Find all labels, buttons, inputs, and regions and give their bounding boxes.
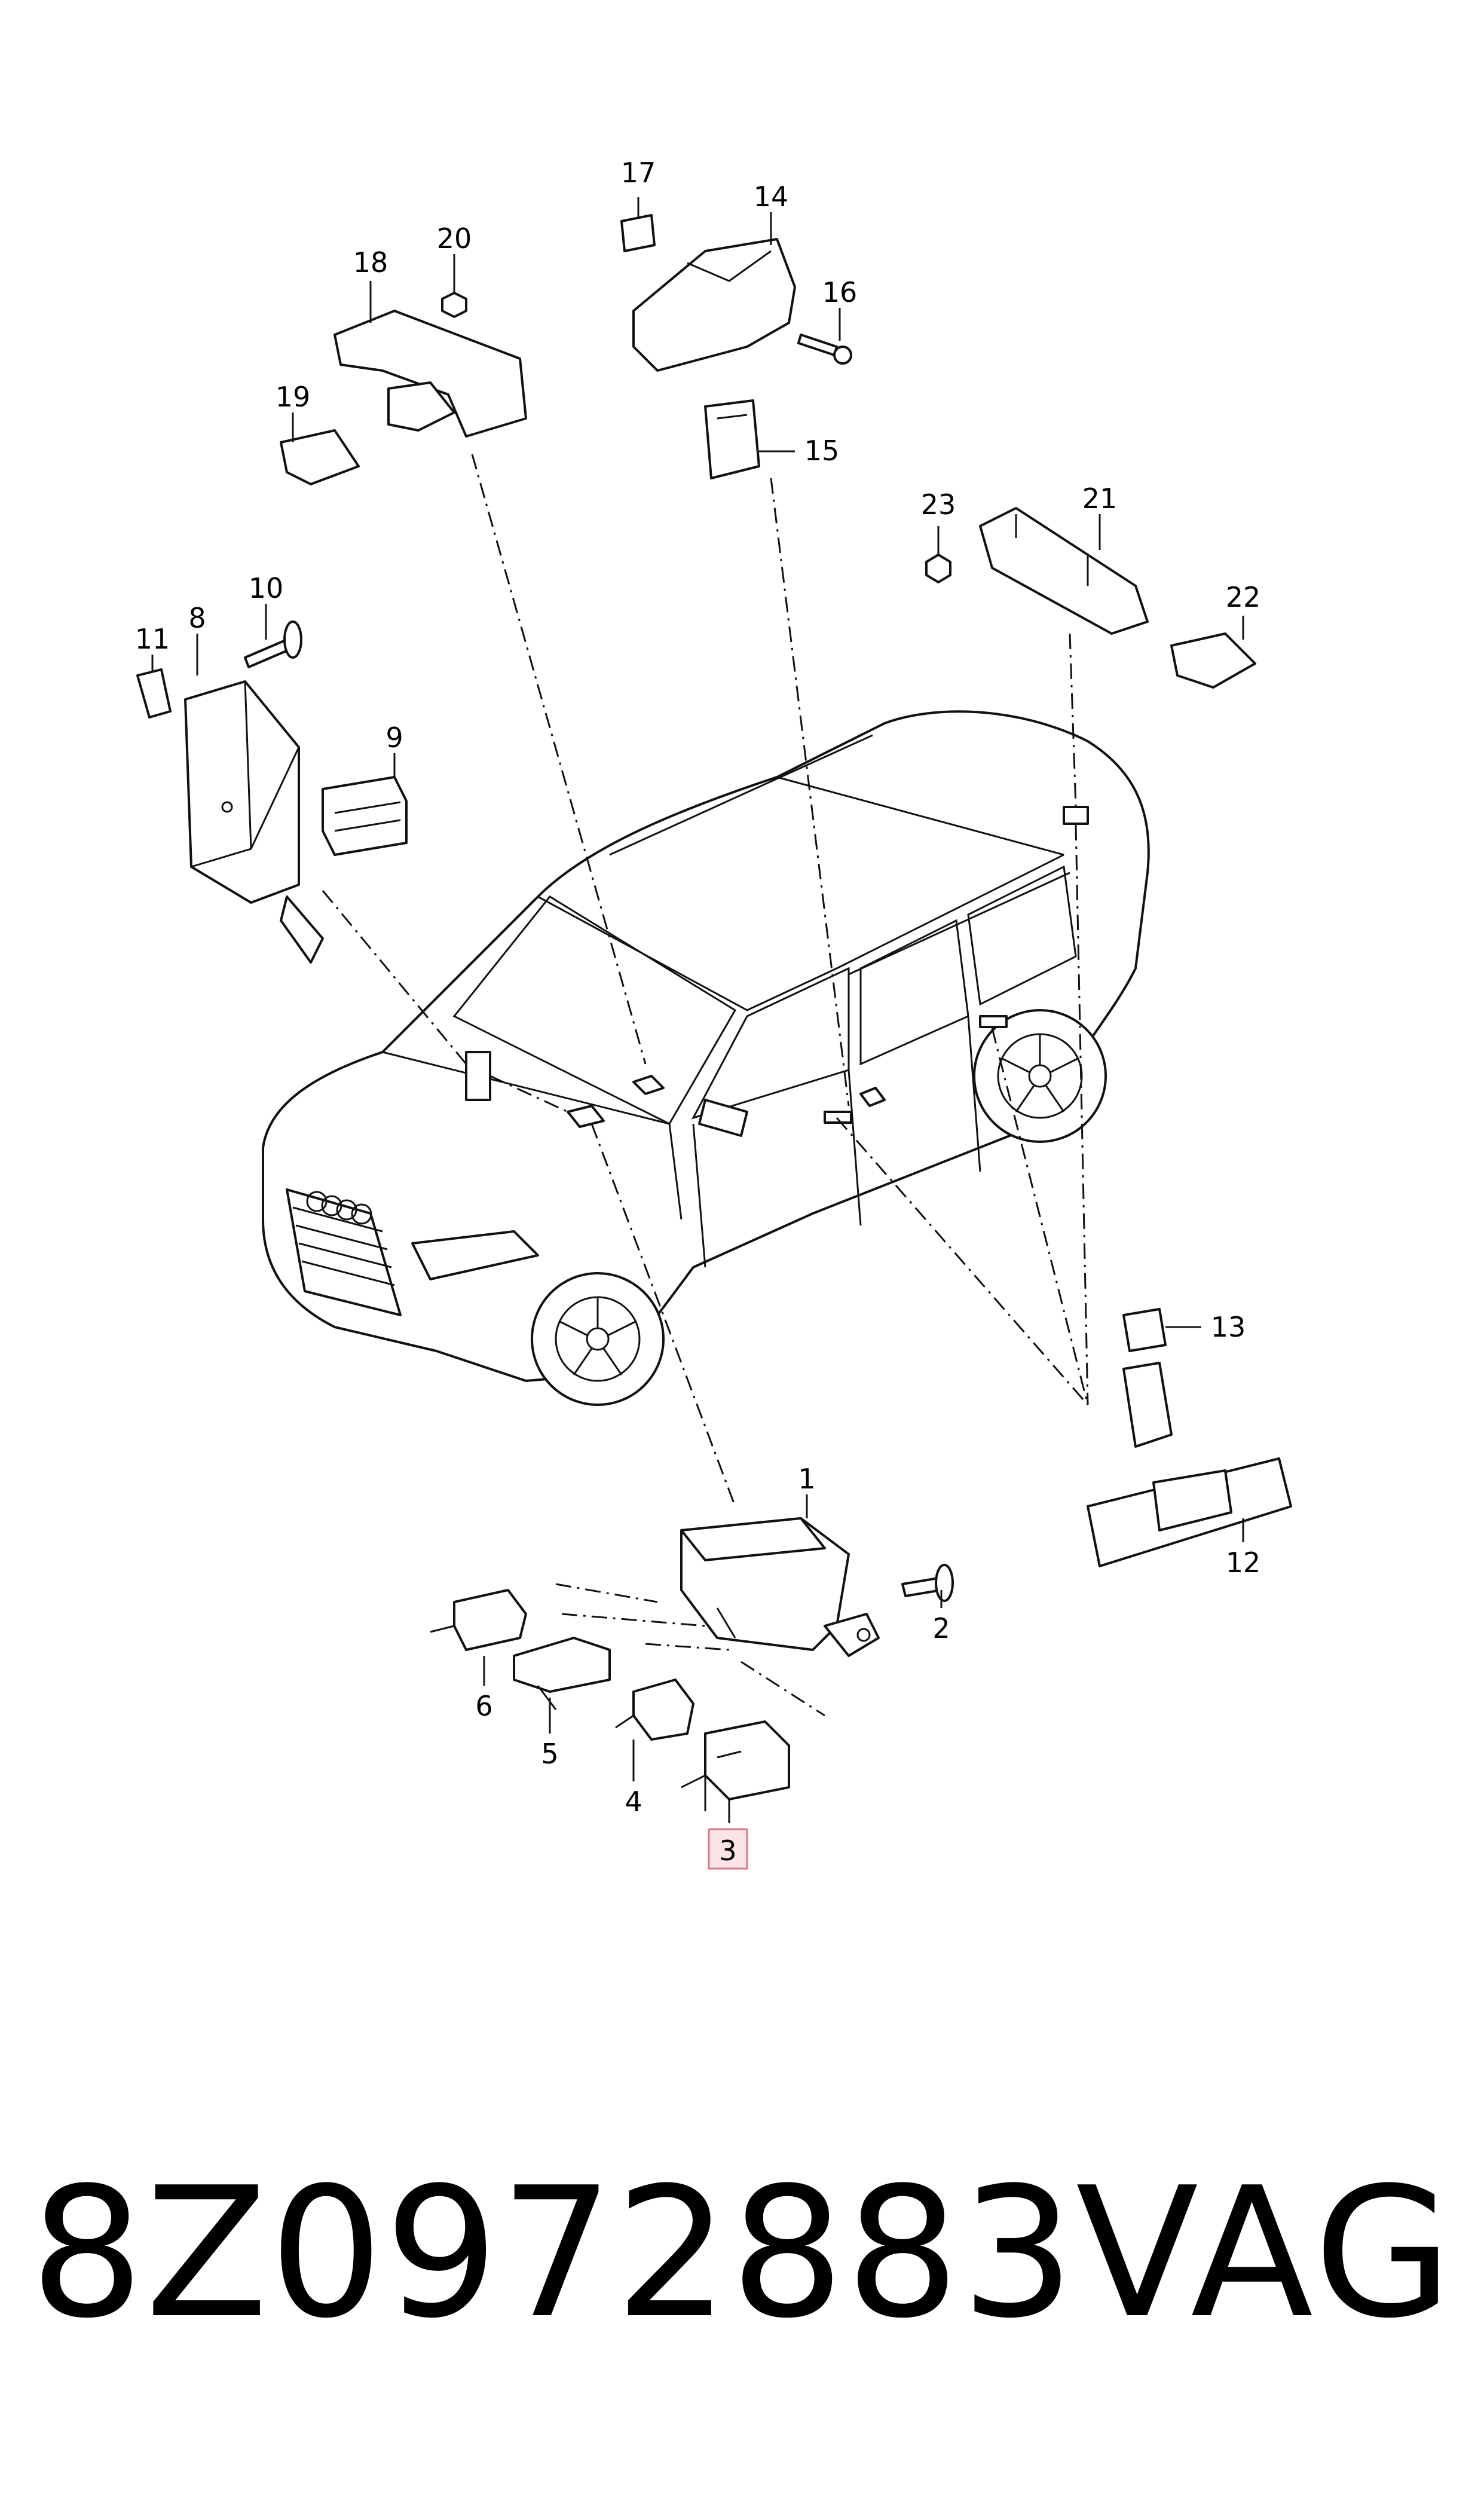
part-9-multi-pin-connector: [322, 776, 408, 856]
part-number-label: 8Z0972883: [30, 2149, 1076, 2358]
callout-9: 9: [385, 722, 403, 754]
callout-15: 15: [804, 435, 840, 467]
callout-11: 11: [135, 623, 170, 655]
part-13-plug: [1122, 1308, 1173, 1448]
callout-8: 8: [188, 602, 206, 634]
part-19-connector: [280, 429, 360, 485]
rear-wheel: [973, 1009, 1107, 1143]
callout-labels: 1 2 3 4 5 6 8 9 10 11 12 13 14 15 16 17 …: [135, 157, 1261, 1870]
callout-16: 16: [822, 276, 858, 308]
callout-17: 17: [621, 157, 656, 189]
part-21-bracket: [979, 507, 1149, 635]
callout-1: 1: [798, 1463, 815, 1495]
callout-22: 22: [1226, 581, 1261, 613]
part-18-antenna-module: [333, 310, 527, 438]
part-8-control-module: [184, 680, 324, 964]
location-marker-door-front: [824, 1111, 852, 1124]
parts-diagram: 1 2 3 4 5 6 8 9 10 11 12 13 14 15 16 17 …: [135, 157, 1292, 1870]
callout-3: 3: [719, 1835, 736, 1867]
callout-2: 2: [932, 1612, 950, 1644]
callout-18: 18: [353, 246, 388, 279]
location-marker-door-rear: [979, 1015, 1008, 1028]
part-3-connector-housing: [681, 1720, 790, 1811]
callout-6: 6: [475, 1690, 492, 1722]
part-23-nut: [925, 554, 951, 583]
callout-20: 20: [437, 222, 472, 255]
part-6-plug: [430, 1589, 527, 1651]
part-1-control-unit: [680, 1517, 880, 1657]
callout-10: 10: [249, 572, 284, 604]
callout-13: 13: [1211, 1311, 1246, 1343]
callout-19: 19: [276, 381, 311, 413]
part-10-bolt: [244, 620, 302, 668]
brand-rings-logo: [306, 1191, 372, 1225]
part-2-screw: [901, 1564, 954, 1602]
callout-12: 12: [1226, 1546, 1261, 1579]
callout-3-highlight: [708, 1828, 748, 1870]
part-17-clip: [620, 214, 656, 252]
location-marker-sensor: [567, 1105, 605, 1128]
part-20-nut: [441, 292, 467, 318]
location-marker-door-handle: [859, 1087, 886, 1107]
callout-leaders: [151, 197, 1244, 1823]
callout-23: 23: [921, 488, 956, 521]
part-22-connector: [1170, 632, 1256, 689]
part-5-connector: [513, 1637, 611, 1710]
location-marker-dash: [632, 1075, 665, 1095]
part-16-screw: [797, 334, 852, 365]
part-15-connector: [704, 399, 760, 479]
part-12-handle-sensor: [1087, 1457, 1292, 1567]
part-14-bracket: [632, 238, 796, 372]
car-illustration: [262, 710, 1150, 1406]
location-marker-control-unit: [465, 1051, 491, 1101]
callout-21: 21: [1082, 482, 1118, 515]
part-4-connector: [615, 1679, 694, 1741]
part-11-clip: [136, 668, 172, 719]
location-marker-rear: [1063, 806, 1089, 825]
callout-5: 5: [541, 1738, 558, 1770]
front-wheel: [531, 1272, 665, 1406]
grille-slats: [292, 1206, 395, 1286]
assembly-lines: [322, 454, 1089, 1717]
callout-4: 4: [625, 1786, 642, 1818]
brand-label: VAG: [1076, 2149, 1457, 2358]
callout-14: 14: [754, 181, 789, 213]
